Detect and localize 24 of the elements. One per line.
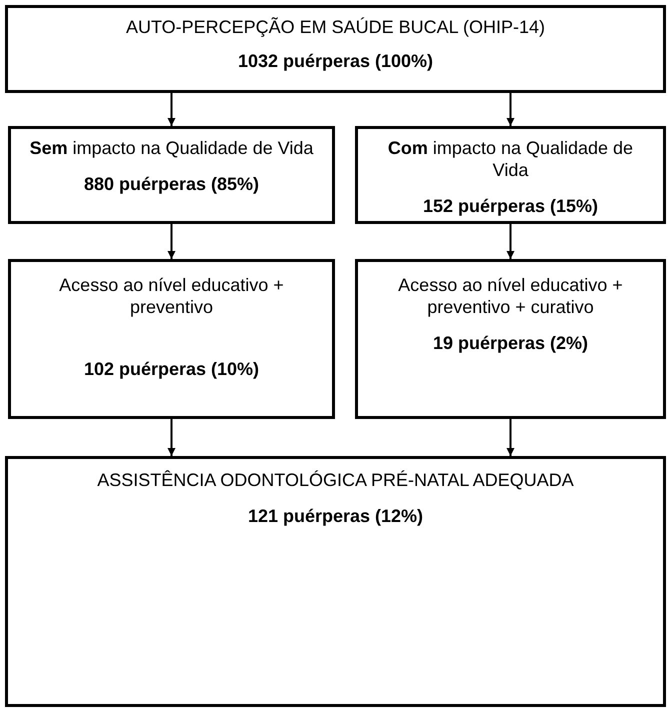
- process-box: [5, 456, 666, 707]
- arrow: [506, 224, 514, 259]
- process-box: [355, 126, 666, 224]
- arrow: [168, 93, 176, 126]
- box-text: Sem impacto na Qualidade de Vida: [28, 137, 314, 159]
- arrow: [506, 419, 514, 456]
- arrow: [168, 224, 176, 259]
- box-text: Com impacto na Qualidade de Vida: [386, 137, 634, 181]
- count-text: 880 puérperas (85%): [82, 173, 260, 195]
- count-text: 121 puérperas (12%): [246, 505, 424, 527]
- box-text: AUTO-PERCEPÇÃO EM SAÚDE BUCAL (OHIP-14): [124, 16, 546, 38]
- count-text: 1032 puérperas (100%): [236, 50, 434, 72]
- arrow: [168, 419, 176, 456]
- count-text: 102 puérperas (10%): [82, 358, 260, 380]
- process-box: [8, 259, 335, 419]
- box-text: Acesso ao nível educativo + preventivo + curativo: [397, 274, 624, 318]
- count-text: 19 puérperas (2%): [432, 332, 590, 354]
- box-text: Acesso ao nível educativo + preventivo: [58, 274, 285, 318]
- arrow: [506, 93, 514, 126]
- count-text: 152 puérperas (15%): [422, 195, 600, 217]
- process-box: [5, 5, 666, 93]
- box-text: ASSISTÊNCIA ODONTOLÓGICA PRÉ-NATAL ADEQUADA: [96, 469, 575, 491]
- process-box: [8, 126, 335, 224]
- process-box: [355, 259, 666, 419]
